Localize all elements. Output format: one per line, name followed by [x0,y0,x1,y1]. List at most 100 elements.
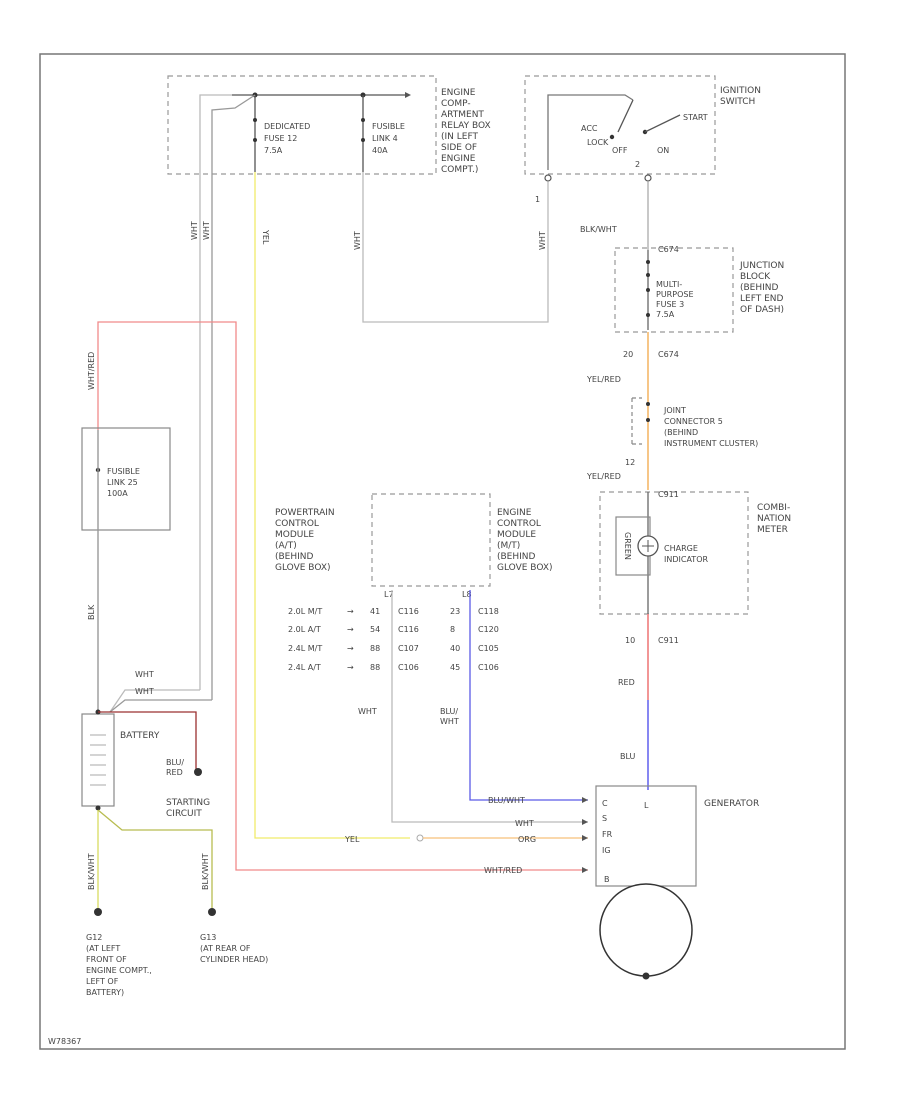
diagram-border [39,53,846,1050]
svg-text:→: → [347,663,354,672]
joint-pin-12: 12 [625,458,635,467]
wire-red: RED [618,678,635,687]
generator-pin-b: B [604,875,610,884]
pcm-left-label: POWERTRAIN CONTROL MODULE (A/T) (BEHIND … [275,508,338,573]
engine-compartment-relay-box: ENGINE COMP- ARTMENT RELAY BOX (IN LEFT … [167,75,491,700]
meter-side-label: GREEN [623,532,632,560]
ignition-start: START [683,113,708,122]
ignition-acc: ACC [581,124,598,133]
wire-wht-h1: WHT [135,670,154,679]
generator-pin-fr: FR [602,830,613,839]
ignition-switch: IGNITION SWITCH ACC LOCK OFF ON START 1 … [524,75,764,204]
ignition-lock: LOCK [587,138,609,147]
fuse-12-label: DEDICATED FUSE 12 7.5A [264,122,313,155]
wire-yel-red-1: YEL/RED [586,375,621,384]
generator-pin-l: L [644,801,649,810]
pin-table-row: 2.0L M/T → 41 C116 23 C118 [288,607,499,616]
wire-wht-horizontal: WHT [515,819,534,828]
svg-text:C105: C105 [478,644,499,653]
ignition-switch-label: IGNITION SWITCH [720,86,764,107]
starting-circuit-label: STARTING CIRCUIT [166,798,213,819]
svg-text:C107: C107 [398,644,419,653]
wire-blu-wht-pcm: BLU/ WHT [440,707,461,726]
pcm-pin-right: L8 [462,590,472,599]
junction-block: C674 JUNCTION BLOCK (BEHIND LEFT END OF … [614,245,787,333]
wire-blk-wht-junction: BLK/WHT [580,225,617,234]
ecm-right-label: ENGINE CONTROL MODULE (M/T) (BEHIND GLOV… [497,508,553,573]
generator-rotor-icon [599,883,693,977]
wire-wht-link4: WHT [353,231,362,250]
wire-yel-horizontal: YEL [344,835,360,844]
battery: BATTERY [81,709,160,811]
ground-g13-icon [208,908,216,916]
svg-text:→: → [347,607,354,616]
diagram-id: W78367 [48,1037,81,1046]
fusible-link-25-label: FUSIBLE LINK 25 100A [107,467,142,498]
wire-wht-red-vertical: WHT/RED [87,352,96,390]
generator-pin-ig: IG [602,846,611,855]
svg-text:54: 54 [370,625,380,634]
combination-meter: C911 COMBI- NATION METER GREEN CHARGE IN… [599,490,794,615]
wire-blk-battery: BLK [87,604,96,620]
wire-wht-red-horizontal: WHT/RED [484,866,522,875]
svg-text:23: 23 [450,607,460,616]
wire-blu-wht-horizontal: BLU/WHT [488,796,525,805]
meter-pin-10: 10 [625,636,635,645]
pcm-pin-left: L7 [384,590,394,599]
meter-conn-bottom: C911 [658,636,679,645]
ignition-on: ON [657,146,669,155]
charge-indicator-label: CHARGE INDICATOR [664,544,708,564]
wire-yel-vertical: YEL [261,229,270,245]
wire-wht-pcm: WHT [358,707,377,716]
svg-text:→: → [347,625,354,634]
svg-text:41: 41 [370,607,380,616]
battery-label: BATTERY [120,731,160,741]
pcm-pin-table: 2.0L M/T → 41 C116 23 C118 2.0L A/T → 54… [288,607,499,672]
wire-blk-ground-2: BLK/WHT [201,853,210,890]
generator-pin-s: S [602,814,607,823]
ignition-off: OFF [612,146,628,155]
svg-text:C116: C116 [398,607,419,616]
ground-g12-icon [94,908,102,916]
wire-wht-1: WHT [190,221,199,240]
powertrain-control-module: POWERTRAIN CONTROL MODULE (A/T) (BEHIND … [275,493,553,599]
wire-wht-2: WHT [202,221,211,240]
ignition-pin-1: 1 [535,195,540,204]
svg-text:C106: C106 [398,663,419,672]
junction-conn-bottom: C674 [658,350,679,359]
generator-pin-c: C [602,799,608,808]
pin-table-row: 2.0L A/T → 54 C116 8 C120 [288,625,499,634]
wire-blu: BLU [620,752,636,761]
wire-yel-red-2: YEL/RED [586,472,621,481]
joint-connector-label: JOINT CONNECTOR 5 (BEHIND INSTRUMENT CLU… [663,406,758,448]
fusible-link-25: FUSIBLE LINK 25 100A [81,427,171,531]
svg-text:2.0L A/T: 2.0L A/T [288,625,321,634]
svg-text:40: 40 [450,644,460,653]
junction-conn-top: C674 [658,245,679,254]
ignition-pin-2: 2 [635,160,640,169]
pin-table-row: 2.4L A/T → 88 C106 45 C106 [288,663,499,672]
joint-connector-5: JOINT CONNECTOR 5 (BEHIND INSTRUMENT CLU… [631,397,758,448]
wire-wht-h2: WHT [135,687,154,696]
meter-conn-top: C911 [658,490,679,499]
ground-g13-label: G13 (AT REAR OF CYLINDER HEAD) [200,933,268,964]
svg-text:45: 45 [450,663,460,672]
junction-pin-20: 20 [623,350,633,359]
svg-text:C116: C116 [398,625,419,634]
wire-wht-ignition: WHT [538,231,547,250]
wire-org: ORG [518,835,536,844]
svg-text:2.4L A/T: 2.4L A/T [288,663,321,672]
combination-meter-label: COMBI- NATION METER [757,503,794,535]
svg-text:2.4L M/T: 2.4L M/T [288,644,322,653]
junction-block-label: JUNCTION BLOCK (BEHIND LEFT END OF DASH) [739,261,787,315]
starting-circuit-terminal [194,768,202,776]
svg-text:C120: C120 [478,625,499,634]
wire-blk-ground-1: BLK/WHT [87,853,96,890]
multi-purpose-fuse-label: MULTI- PURPOSE FUSE 3 7.5A [656,280,696,319]
svg-text:2.0L M/T: 2.0L M/T [288,607,322,616]
svg-text:8: 8 [450,625,455,634]
generator-label: GENERATOR [704,799,759,809]
fusible-link-4-label: FUSIBLE LINK 4 40A [372,122,407,155]
ground-g12-label: G12 (AT LEFT FRONT OF ENGINE COMPT., LEF… [86,933,154,997]
